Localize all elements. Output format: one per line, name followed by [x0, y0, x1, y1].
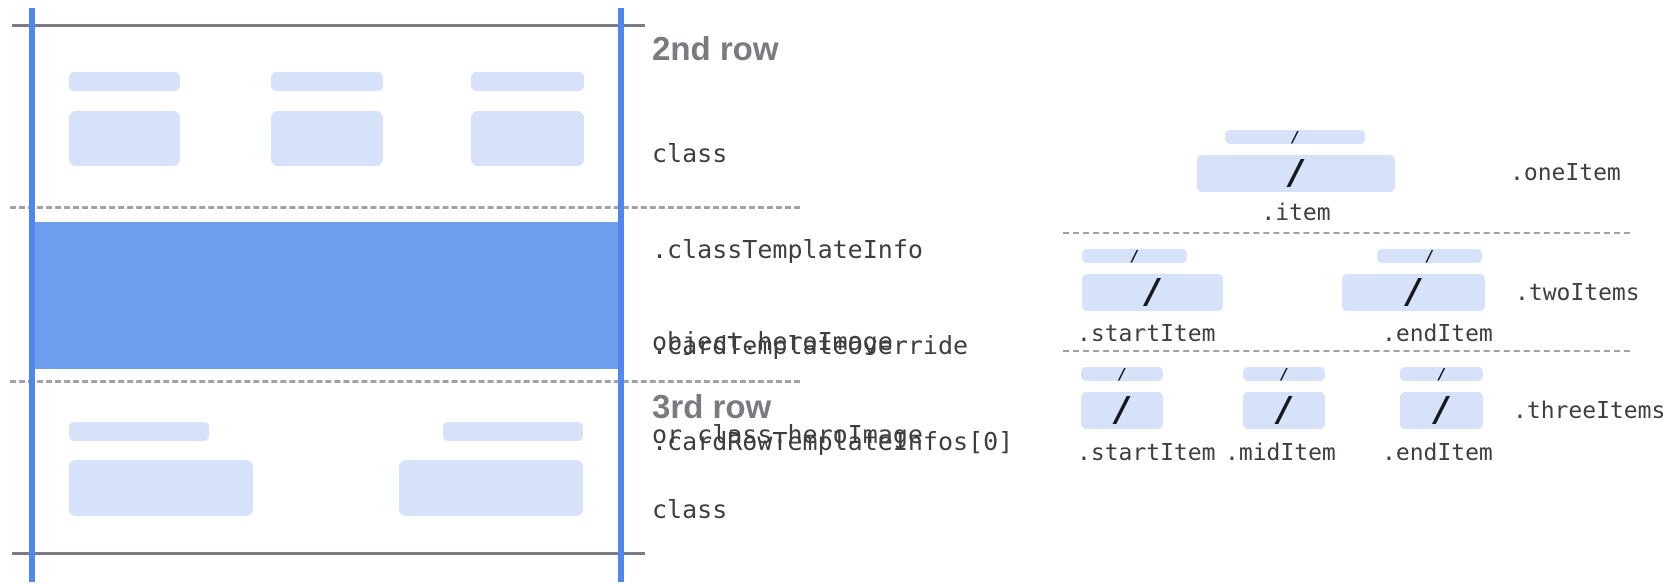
- two-items-layout-label: .twoItems: [1515, 280, 1640, 306]
- two-items-start-value-bar: /: [1082, 274, 1223, 311]
- code-line: .classTemplateInfo: [652, 235, 923, 264]
- slash-placeholder-icon: /: [1119, 365, 1125, 383]
- row2-bottom-dashed-separator: [10, 206, 800, 209]
- hero-bottom-dashed-separator: [10, 380, 800, 383]
- row3-heading: 3rd row: [652, 388, 772, 425]
- slash-placeholder-icon: /: [1426, 247, 1433, 265]
- hero-image-band: [29, 222, 624, 369]
- slash-placeholder-icon: /: [1435, 390, 1448, 430]
- item-field-label: .item: [1261, 200, 1331, 226]
- row2-heading: 2nd row: [652, 30, 779, 67]
- three-items-mid-value-bar: /: [1243, 392, 1325, 429]
- code-line: .cardRowTemplateInfos[0]: [652, 427, 1014, 456]
- one-item-value-bar: /: [1197, 155, 1395, 192]
- three-items-start-label-bar: /: [1081, 365, 1163, 383]
- row2-code-path: class .classTemplateInfo .cardTemplateOv…: [652, 74, 1013, 522]
- row2-col3-value-placeholder: [471, 111, 584, 166]
- code-line: .cardTemplateOverride: [652, 331, 969, 360]
- start-item-field-label: .startItem: [1077, 440, 1216, 466]
- slash-placeholder-icon: /: [1277, 390, 1291, 430]
- slash-placeholder-icon: /: [1289, 153, 1303, 193]
- row3-end-value-placeholder: [399, 460, 583, 516]
- card-right-guide-line: [618, 8, 624, 582]
- card-bottom-edge-line: [12, 552, 645, 555]
- row2-col2-value-placeholder: [271, 111, 383, 166]
- code-line: or class.heroImage: [652, 420, 923, 449]
- start-item-field-label: .startItem: [1077, 321, 1216, 347]
- row3-start-value-placeholder: [69, 460, 253, 516]
- three-items-start-value-bar: /: [1081, 392, 1163, 429]
- slash-placeholder-icon: /: [1115, 390, 1129, 430]
- row2-col1-label-placeholder: [69, 72, 180, 91]
- end-item-field-label: .endItem: [1382, 321, 1493, 347]
- slash-placeholder-icon: /: [1407, 272, 1420, 312]
- slash-placeholder-icon: /: [1281, 365, 1287, 383]
- code-line: class: [652, 495, 728, 524]
- two-items-end-value-bar: /: [1342, 274, 1485, 311]
- one-item-layout-label: .oneItem: [1510, 160, 1621, 186]
- row2-col3-label-placeholder: [471, 72, 584, 91]
- row2-col1-value-placeholder: [69, 111, 180, 166]
- slash-placeholder-icon: /: [1438, 365, 1445, 383]
- end-item-field-label: .endItem: [1382, 440, 1493, 466]
- hero-code-path: object.heroImage or class.heroImage: [652, 264, 923, 512]
- one-two-dashed-separator: [1063, 232, 1630, 234]
- slash-placeholder-icon: /: [1292, 128, 1298, 146]
- three-items-mid-label-bar: /: [1243, 365, 1325, 383]
- code-line: object.heroImage: [652, 327, 893, 356]
- mid-item-field-label: .midItem: [1225, 440, 1336, 466]
- one-item-label-bar: /: [1225, 128, 1365, 146]
- row3-end-label-placeholder: [443, 422, 583, 441]
- card-left-guide-line: [29, 8, 35, 582]
- three-items-layout-label: .threeItems: [1513, 398, 1666, 424]
- code-line: class: [652, 139, 728, 168]
- card-top-edge-line: [12, 24, 645, 27]
- three-items-end-value-bar: /: [1400, 392, 1483, 429]
- three-items-end-label-bar: /: [1400, 365, 1483, 383]
- two-three-dashed-separator: [1063, 350, 1630, 352]
- row2-col2-label-placeholder: [271, 72, 383, 91]
- row3-code-path: class .classTemplateInfo .cardTemplateOv…: [652, 432, 1013, 584]
- slash-placeholder-icon: /: [1131, 247, 1138, 265]
- two-items-start-label-bar: /: [1082, 247, 1187, 265]
- slash-placeholder-icon: /: [1146, 272, 1159, 312]
- two-items-end-label-bar: /: [1377, 247, 1482, 265]
- row3-start-label-placeholder: [69, 422, 209, 441]
